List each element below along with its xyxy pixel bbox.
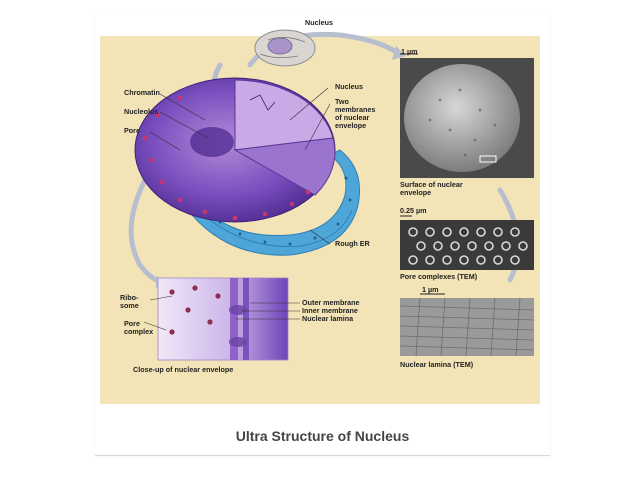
label-chromatin: Chromatin (124, 88, 160, 97)
label-pore-complex: Pore complex (124, 319, 154, 336)
label-pore-complexes-caption: Pore complexes (TEM) (400, 272, 478, 281)
label-ribosome: Ribo- some (120, 293, 139, 310)
pore-complexes-micrograph (400, 215, 534, 270)
slide-caption: Ultra Structure of Nucleus (235, 428, 410, 444)
nucleus-model (134, 77, 336, 223)
label-rough-er: Rough ER (335, 239, 370, 248)
rough-er (191, 149, 361, 256)
label-nuclear-lamina: Nuclear lamina (302, 314, 354, 323)
label-surface-caption: Surface of nuclear envelope (400, 180, 463, 197)
label-top-nucleus: Nucleus (305, 18, 333, 27)
cell-icon (254, 29, 316, 67)
label-closeup: Close-up of nuclear envelope (133, 365, 234, 374)
caption-divider (95, 455, 550, 456)
label-pore: Pore (124, 126, 140, 135)
nuclear-lamina-micrograph (399, 293, 535, 357)
label-scale-1um-bottom: 1 µm (422, 285, 439, 294)
label-inner-membrane: Inner membrane (302, 306, 358, 315)
label-two-membranes: Two membranes of nuclear envelope (335, 97, 376, 130)
label-pointers (143, 87, 331, 331)
label-nucleolus: Nucleolus (124, 107, 159, 116)
label-nuclear-lamina-caption: Nuclear lamina (TEM) (400, 360, 474, 369)
surface-micrograph (400, 53, 534, 178)
label-outer-membrane: Outer membrane (302, 298, 360, 307)
nucleus-diagram (128, 29, 535, 361)
label-scale-1um-top: 1 µm (401, 47, 418, 56)
label-scale-025um: 0.25 µm (400, 206, 427, 215)
label-nucleus: Nucleus (335, 82, 363, 91)
